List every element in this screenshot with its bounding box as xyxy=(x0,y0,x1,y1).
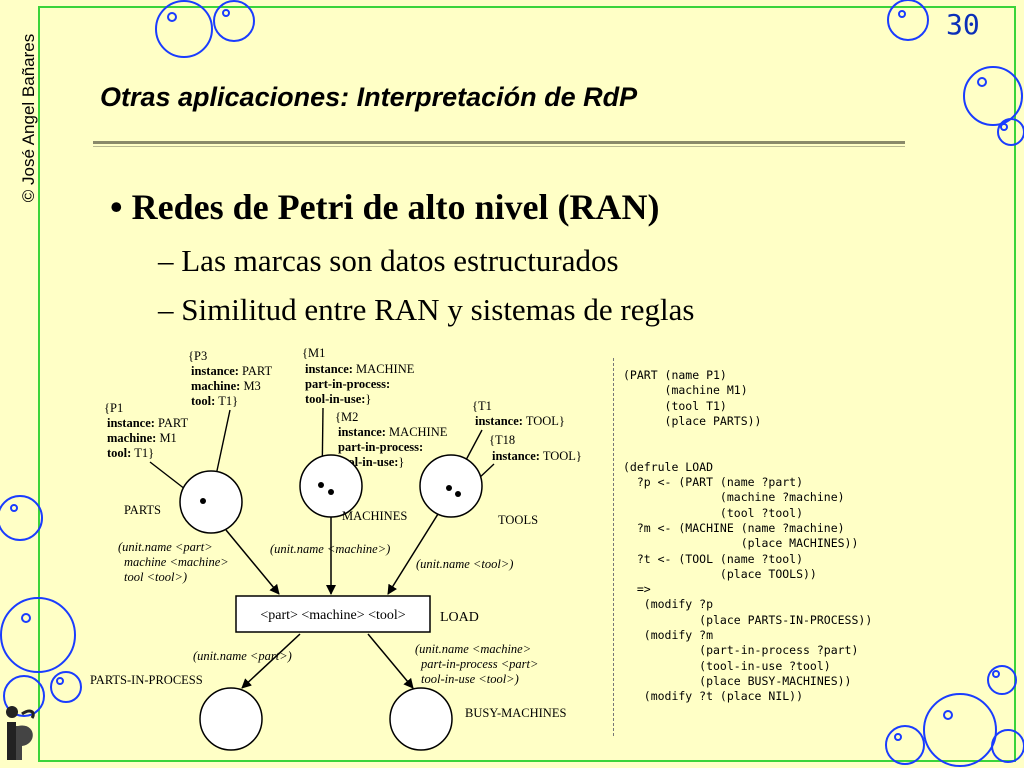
svg-text:machine <machine>: machine <machine> xyxy=(124,555,229,569)
arc-load-parts-in-process xyxy=(241,633,301,689)
token-m2: {M2 instance: MACHINE part-in-process: t… xyxy=(335,410,448,469)
bubble xyxy=(898,10,906,18)
title-divider xyxy=(93,141,905,144)
svg-text:tool: T1}: tool: T1} xyxy=(107,446,154,460)
bubble xyxy=(213,0,255,42)
arc-out-machine-annotation: (unit.name <machine> part-in-process <pa… xyxy=(415,642,538,686)
arc-load-busy-machines xyxy=(367,633,414,689)
svg-text:machine: M1: machine: M1 xyxy=(107,431,177,445)
bubble xyxy=(997,118,1024,146)
svg-text:part-in-process <part>: part-in-process <part> xyxy=(420,657,538,671)
token-p1: {P1 instance: PART machine: M1 tool: T1} xyxy=(104,401,188,460)
svg-text:{M2: {M2 xyxy=(335,410,358,424)
bubble xyxy=(963,66,1023,126)
svg-text:instance: PART: instance: PART xyxy=(107,416,188,430)
bubble xyxy=(991,729,1024,763)
slide-frame xyxy=(38,6,1016,762)
bubble xyxy=(1000,123,1008,131)
title-divider-thin xyxy=(93,146,905,147)
svg-text:tool-in-use <tool>): tool-in-use <tool>) xyxy=(421,672,519,686)
arc-machines-annotation: (unit.name <machine>) xyxy=(270,542,390,556)
label-tools: TOOLS xyxy=(498,513,538,527)
arc-parts-annotation: (unit.name <part> machine <machine> tool… xyxy=(118,540,229,584)
token-p3-open: {P3 xyxy=(188,349,207,363)
svg-text:instance: TOOL}: instance: TOOL} xyxy=(492,449,582,463)
sub-bullet-1: – Las marcas son datos estructurados xyxy=(158,243,619,278)
bubble xyxy=(3,675,45,717)
token-t1: {T1 instance: TOOL} xyxy=(472,399,565,428)
svg-text:instance: TOOL}: instance: TOOL} xyxy=(475,414,565,428)
token-t18: {T18 instance: TOOL} xyxy=(489,433,582,463)
bubble xyxy=(56,677,64,685)
arc-tools-annotation: (unit.name <tool>) xyxy=(416,557,513,571)
main-bullet: • Redes de Petri de alto nivel (RAN) xyxy=(110,187,660,227)
svg-text:part-in-process:: part-in-process: xyxy=(338,440,423,454)
arc-out-part-annotation: (unit.name <part>) xyxy=(193,649,292,663)
svg-text:part-in-process:: part-in-process: xyxy=(305,377,390,391)
svg-text:machine: M3: machine: M3 xyxy=(191,379,261,393)
svg-text:{T18: {T18 xyxy=(489,433,515,447)
arc-parts-load xyxy=(225,529,280,595)
bubble xyxy=(10,504,18,512)
bubble xyxy=(992,670,1000,678)
bubble xyxy=(923,693,997,767)
bubble xyxy=(155,0,213,58)
label-busy-machines: BUSY-MACHINES xyxy=(465,706,566,720)
svg-text:instance: MACHINE: instance: MACHINE xyxy=(338,425,448,439)
place-busy-machines xyxy=(389,687,453,751)
svg-text:(unit.name <part>: (unit.name <part> xyxy=(118,540,213,554)
arc-tools-load xyxy=(387,513,439,595)
slide-title: Otras aplicaciones: Interpretación de Rd… xyxy=(100,82,638,112)
transition-label: <part> <machine> <tool> xyxy=(260,608,405,623)
bubble xyxy=(0,495,43,541)
bubble xyxy=(0,597,76,673)
label-machines: MACHINES xyxy=(342,509,407,523)
svg-text:instance: MACHINE: instance: MACHINE xyxy=(305,362,415,376)
bubble xyxy=(977,77,987,87)
svg-text:{P1: {P1 xyxy=(104,401,123,415)
bubble xyxy=(987,665,1017,695)
bubble xyxy=(943,710,953,720)
transition-load xyxy=(235,595,431,633)
place-parts-in-process xyxy=(199,687,263,751)
bubble xyxy=(21,613,31,623)
label-parts: PARTS xyxy=(124,503,161,517)
bubble xyxy=(222,9,230,17)
svg-text:(unit.name <machine>: (unit.name <machine> xyxy=(415,642,531,656)
place-machines xyxy=(299,454,363,518)
bubble xyxy=(50,671,82,703)
transition-name: LOAD xyxy=(440,610,479,625)
code-separator xyxy=(613,358,614,736)
sub-bullet-2: – Similitud entre RAN y sistemas de regl… xyxy=(158,292,695,327)
page-number: 30 xyxy=(946,8,980,41)
svg-text:{T1: {T1 xyxy=(472,399,492,413)
svg-text:{M1: {M1 xyxy=(302,346,325,360)
svg-text:tool-in-use:}: tool-in-use:} xyxy=(305,392,371,406)
svg-text:tool <tool>): tool <tool>) xyxy=(124,570,187,584)
svg-text:tool: T1}: tool: T1} xyxy=(191,394,238,408)
svg-text:instance: PART: instance: PART xyxy=(191,364,272,378)
bubble xyxy=(885,725,925,765)
token-m1: {M1 instance: MACHINE part-in-process: t… xyxy=(302,346,415,406)
bubble xyxy=(887,0,929,41)
label-parts-in-process: PARTS-IN-PROCESS xyxy=(90,673,203,687)
token-p3: {P3 instance: PART machine: M3 tool: T1} xyxy=(188,349,272,408)
rule-code: (PART (name P1) (machine M1) (tool T1) (… xyxy=(623,368,873,704)
bubble xyxy=(167,12,177,22)
university-logo-icon xyxy=(6,706,35,760)
bubble xyxy=(894,733,902,741)
place-parts xyxy=(179,470,243,534)
